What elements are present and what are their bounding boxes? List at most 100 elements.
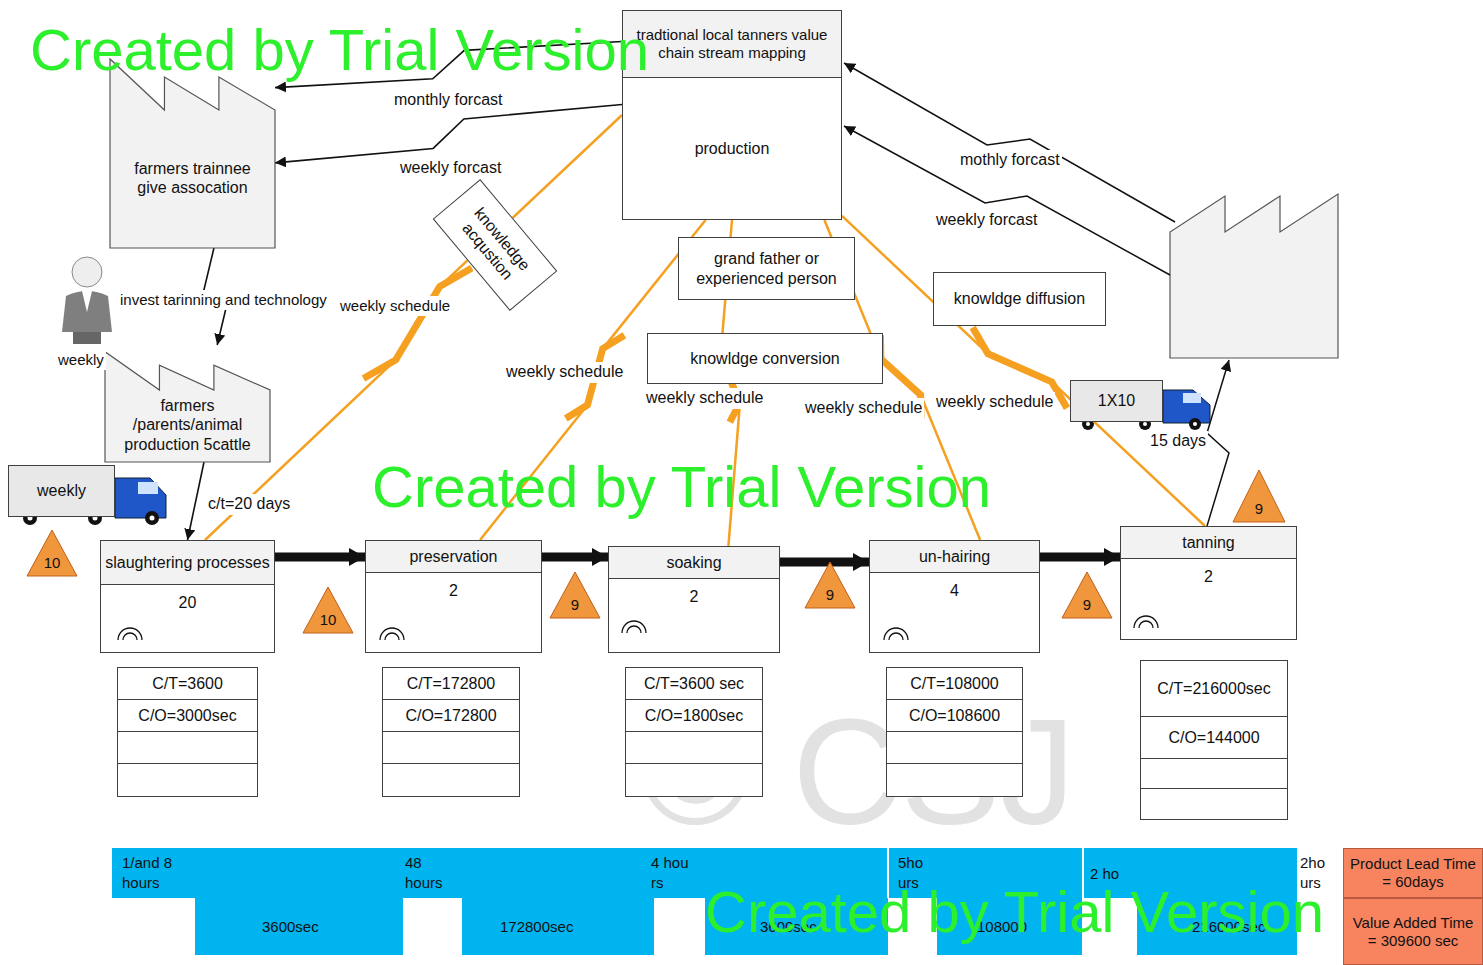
text-box: knowldge diffusion xyxy=(933,272,1106,326)
data-value: C/O=3000sec xyxy=(138,706,236,725)
box-text: knowldge conversion xyxy=(690,349,839,368)
data-value: C/O=1800sec xyxy=(645,706,743,725)
callout-number: 10 xyxy=(44,554,61,572)
text-label: weekly forcast xyxy=(934,210,1039,231)
edge-label: c/t=20 days xyxy=(206,494,292,515)
triangle-shape xyxy=(805,562,855,608)
info-arrow xyxy=(844,126,1170,275)
inventory-triangle: 10 xyxy=(303,587,353,633)
data-row: C/O=172800 xyxy=(383,700,519,732)
box-body: 2 xyxy=(609,579,779,606)
data-row xyxy=(1141,759,1287,789)
info-arrow xyxy=(844,63,1175,222)
text-label: invest tarinning and technology xyxy=(118,290,329,310)
push-arrow xyxy=(275,552,365,561)
process-box: tanning 2 xyxy=(1120,526,1297,640)
data-value: C/T=172800 xyxy=(407,674,496,693)
watermark: Created by Trial Version xyxy=(705,880,1324,944)
data-row xyxy=(118,732,257,764)
box-body: 20 xyxy=(101,585,274,612)
text-label: 1/and 8 hours xyxy=(122,853,192,892)
data-row: C/O=108600 xyxy=(887,700,1022,732)
operator-count: 2 xyxy=(690,587,699,606)
process-name: un-hairing xyxy=(919,547,990,566)
data-value: C/T=216000sec xyxy=(1157,679,1270,698)
data-box: C/T=3600C/O=3000sec xyxy=(117,667,258,797)
truck-box: 1X10 xyxy=(1070,380,1163,422)
triangle-shape xyxy=(1062,572,1112,618)
inventory-triangle: 9 xyxy=(805,562,855,608)
callout-number: 9 xyxy=(1255,500,1263,518)
push-arrow xyxy=(780,558,869,567)
callout-number: 9 xyxy=(1083,596,1091,614)
data-row xyxy=(383,732,519,764)
text-box: grand father or experienced person xyxy=(678,237,855,300)
text-label: 48 hours xyxy=(405,853,453,892)
data-row: C/T=216000sec xyxy=(1141,661,1287,717)
data-box: C/T=3600 secC/O=1800sec xyxy=(625,667,763,797)
process-name: soaking xyxy=(666,553,721,572)
box-text: knowldge diffusion xyxy=(954,289,1085,308)
operator-count: 2 xyxy=(1204,567,1213,586)
data-value: C/O=108600 xyxy=(909,706,1000,725)
data-row xyxy=(887,732,1022,764)
box-header: un-hairing xyxy=(870,541,1039,573)
triangle-shape xyxy=(550,572,600,618)
data-row xyxy=(118,764,257,796)
box-header: soaking xyxy=(609,547,779,579)
timeline-total: Product Lead Time = 60days xyxy=(1343,848,1483,898)
process-name: preservation xyxy=(409,547,497,566)
box-text: grand father or experienced person xyxy=(685,249,848,287)
box-text: farmers /parents/animal production 5catt… xyxy=(113,396,262,454)
box-text: 1X10 xyxy=(1098,391,1135,410)
box-text: production xyxy=(695,139,770,158)
data-value: C/T=3600 xyxy=(152,674,223,693)
data-value: C/T=108000 xyxy=(910,674,999,693)
triangle-shape xyxy=(303,587,353,633)
data-value: C/O=172800 xyxy=(405,706,496,725)
watermark: Created by Trial Version xyxy=(30,18,649,82)
text-label: 15 days xyxy=(1148,431,1208,452)
callout-number: 9 xyxy=(826,586,834,604)
data-value: C/O=144000 xyxy=(1168,728,1259,747)
data-row xyxy=(626,764,762,796)
data-row: C/T=172800 xyxy=(383,668,519,700)
callout-number: 9 xyxy=(571,596,579,614)
box-header: slaughtering processes xyxy=(101,541,274,585)
box-text: weekly xyxy=(37,481,86,500)
box-text: Product Lead Time = 60days xyxy=(1348,855,1478,891)
box-header: tradtional local tanners value chain str… xyxy=(623,11,841,78)
inventory-triangle: 10 xyxy=(27,530,77,576)
process-box: soaking 2 xyxy=(608,546,780,653)
box-text: knowledge acqustion xyxy=(446,192,544,298)
box-header: tanning xyxy=(1121,527,1296,559)
data-row: C/O=3000sec xyxy=(118,700,257,732)
data-row xyxy=(626,732,762,764)
box-text: Value Added Time = 309600 sec xyxy=(1348,914,1478,950)
person-icon xyxy=(62,257,112,344)
box-body: 2 xyxy=(1121,559,1296,586)
box-body: production xyxy=(623,78,841,219)
edge-label: weekly forcast xyxy=(398,158,503,179)
push-arrow xyxy=(542,552,608,561)
factory-shape xyxy=(105,352,270,462)
callout-number: 10 xyxy=(320,611,337,629)
text-label: mothly forcast xyxy=(958,150,1062,171)
data-row: C/T=3600 xyxy=(118,668,257,700)
data-row xyxy=(887,764,1022,796)
data-row: C/T=108000 xyxy=(887,668,1022,700)
text-box: knowledge acqustion xyxy=(433,179,558,311)
process-name: tanning xyxy=(1182,533,1235,552)
operator-count: 4 xyxy=(950,581,959,600)
text-label: weekly schedule xyxy=(644,388,765,409)
box-header: preservation xyxy=(366,541,541,573)
data-box: C/T=108000C/O=108600 xyxy=(886,667,1023,797)
triangle-shape xyxy=(27,530,77,576)
text-label: weekly schedule xyxy=(803,398,924,419)
edge-label: monthly forcast xyxy=(392,90,504,111)
info-arrow xyxy=(275,105,622,163)
text-label: 4 hou rs xyxy=(651,853,701,892)
data-row xyxy=(383,764,519,796)
operator-count: 20 xyxy=(179,593,197,612)
text-label: weekly schedule xyxy=(338,296,452,316)
